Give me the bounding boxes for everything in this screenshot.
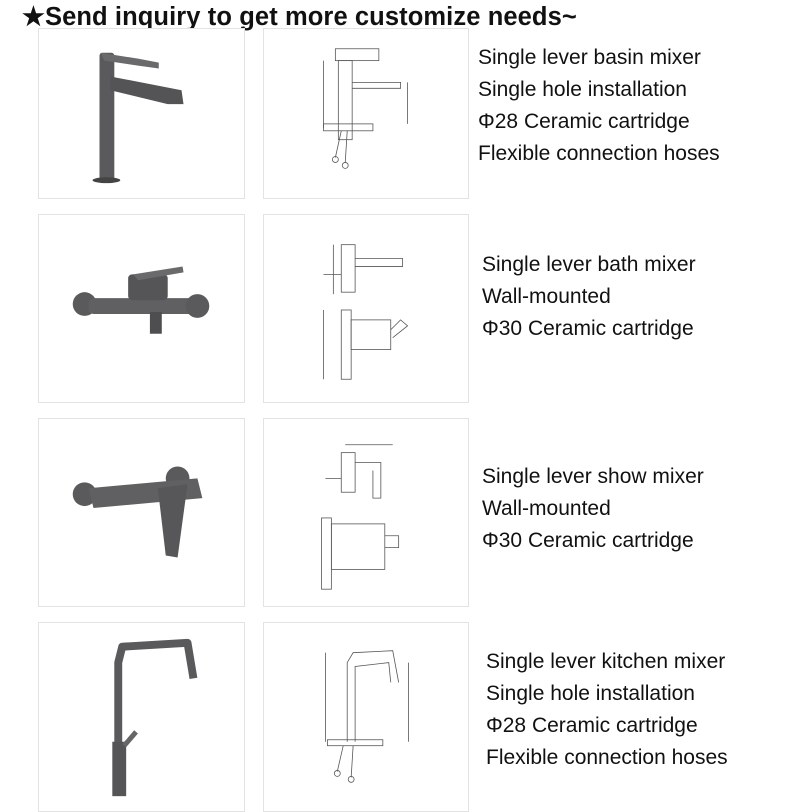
spec-line: Φ28 Ceramic cartridge (478, 110, 690, 133)
shower-mixer-drawing-icon (321, 444, 400, 590)
spec-line: Wall-mounted (482, 497, 611, 520)
basin-mixer-photo (38, 28, 245, 199)
spec-line: Φ30 Ceramic cartridge (482, 317, 694, 340)
basin-mixer-icon (92, 52, 184, 184)
shower-mixer-drawing (263, 418, 469, 607)
bath-mixer-icon (72, 266, 210, 334)
shower-mixer-specs: Single lever show mixer Wall-mounted Φ30… (482, 461, 704, 557)
kitchen-mixer-specs: Single lever kitchen mixer Single hole i… (486, 646, 728, 774)
spec-line: Single lever show mixer (482, 465, 704, 488)
bath-mixer-drawing (263, 214, 469, 403)
spec-line: Single hole installation (486, 682, 695, 705)
shower-mixer-photo (38, 418, 245, 607)
basin-mixer-drawing-icon (323, 48, 408, 169)
spec-line: Single lever basin mixer (478, 46, 701, 69)
kitchen-mixer-drawing-icon (325, 650, 409, 783)
bath-mixer-photo (38, 214, 245, 403)
shower-mixer-icon (72, 466, 203, 558)
spec-line: Wall-mounted (482, 285, 611, 308)
bath-mixer-specs: Single lever bath mixer Wall-mounted Φ30… (482, 249, 696, 345)
kitchen-mixer-drawing (263, 622, 469, 812)
spec-line: Flexible connection hoses (478, 142, 720, 165)
spec-line: Φ28 Ceramic cartridge (486, 714, 698, 737)
spec-line: Single hole installation (478, 78, 687, 101)
page-title: ★Send inquiry to get more customize need… (22, 3, 577, 31)
kitchen-mixer-icon (112, 638, 198, 797)
basin-mixer-specs: Single lever basin mixer Single hole ins… (478, 42, 720, 170)
spec-line: Φ30 Ceramic cartridge (482, 529, 694, 552)
kitchen-mixer-photo (38, 622, 245, 812)
bath-mixer-drawing-icon (323, 244, 409, 380)
spec-line: Flexible connection hoses (486, 746, 728, 769)
spec-line: Single lever kitchen mixer (486, 650, 726, 673)
basin-mixer-drawing (263, 28, 469, 199)
spec-line: Single lever bath mixer (482, 253, 696, 276)
